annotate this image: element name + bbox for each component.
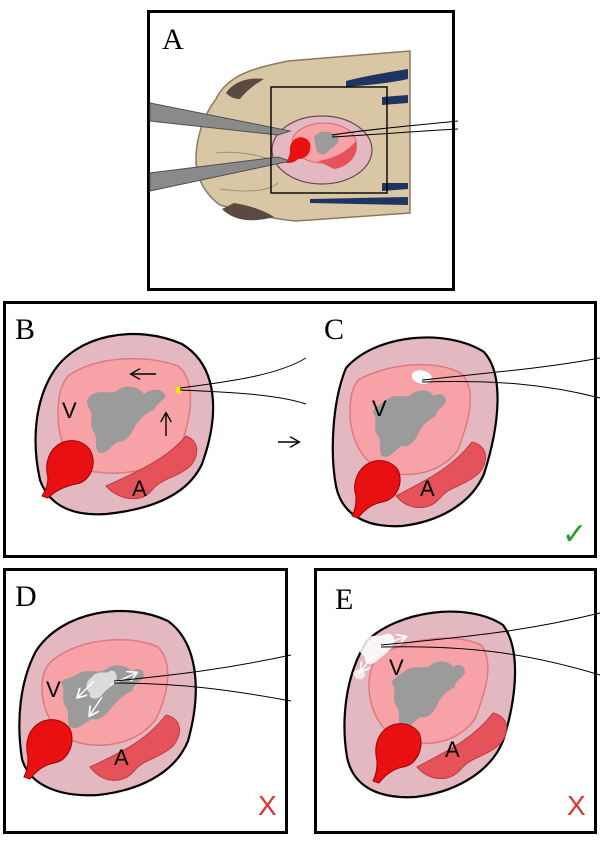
bulb-small [286,137,311,163]
panel-label-a: A [162,23,184,56]
atrium [416,712,507,779]
lumen [61,665,144,729]
needle-e [380,612,600,676]
panel-e: E V A X [314,568,600,834]
bc-illustration: V A V A ✓ [34,332,600,551]
atrium-label-c: A [420,476,435,501]
atrium [395,441,486,508]
panel-d: D V A X [3,568,292,834]
eye-bottom [222,203,274,221]
stripe-bottom-2 [382,183,408,191]
eye-top [226,78,264,99]
stripe-bottom [310,197,408,205]
bulbus [351,460,401,519]
lumen [373,390,446,457]
zoom-box [270,86,388,194]
panel-label-c: C [324,313,345,346]
panel-label-e: E [335,583,354,616]
e-illustration: V A X [343,610,600,821]
panel-a: A [147,10,459,291]
injection-needle [331,120,459,138]
correct-check-mark: ✓ [562,518,587,551]
atrium-label-e: A [445,737,460,762]
atrium [89,714,180,781]
ventricle-label-b: V [62,398,77,423]
stripe-top-2 [382,95,408,105]
atrium [105,435,198,500]
d-illustration: V A X [18,609,292,821]
lumen [392,661,465,728]
injection-bolus [411,370,432,384]
ventricle-label-c: V [372,396,387,421]
needle-c [421,357,600,399]
panel-label-d: D [15,580,37,613]
heart-d [18,609,292,797]
heart-e [343,610,600,799]
atrium-small [318,141,357,169]
heart-b [34,332,307,516]
spread-arrow-3 [78,680,95,697]
ventricle-label-e: V [389,655,404,680]
bulbus [23,719,73,780]
stripe-top [346,69,408,87]
lumen [87,386,166,453]
leaked-bolus [358,633,395,664]
wrong-x-mark-e: X [567,790,586,821]
bulbus [41,440,94,499]
needle-d [113,654,292,702]
panel-bc: B C V A V [3,301,600,558]
leak-arrow-1 [380,637,405,646]
fish-head-illustration [149,50,459,222]
wrong-x-mark-d: X [258,790,277,821]
needle-b [179,357,307,405]
injection-bolus-spreading [86,670,117,699]
spread-arrow-2 [90,696,103,715]
forceps-top [149,102,292,136]
panel-label-b: B [15,313,36,346]
forceps-bottom [149,156,292,192]
atrium-label-d: A [114,745,129,770]
ventricle-label-d: V [46,677,61,702]
heart-c [331,336,600,528]
bulbus [372,723,422,784]
leak-arrow-2 [361,654,374,671]
atrium-label-b: A [132,476,147,501]
